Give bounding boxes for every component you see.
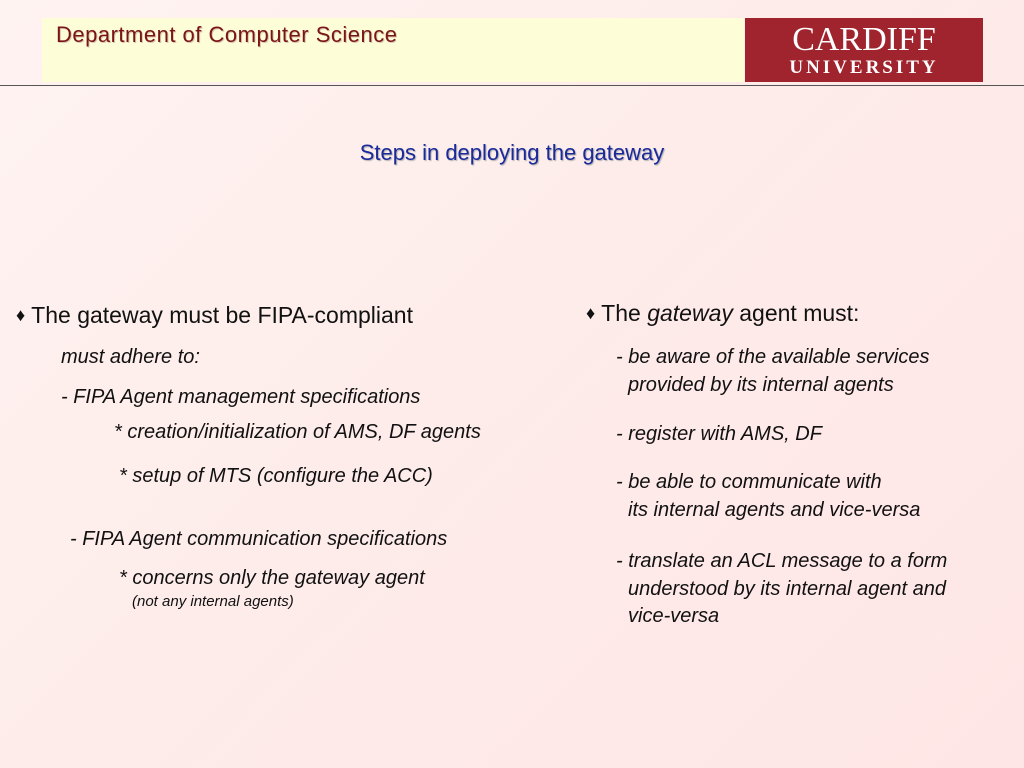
right-item-2: - register with AMS, DF — [616, 423, 822, 445]
right-item-4-line-3: vice-versa — [628, 605, 720, 627]
university-logo: CARDIFF UNIVERSITY — [745, 18, 983, 82]
comm-spec: - FIPA Agent communication specification… — [70, 528, 448, 550]
adhere-label: must adhere to: — [61, 346, 200, 368]
logo-line-2: UNIVERSITY — [789, 57, 939, 78]
mgmt-item-1: * creation/initialization of AMS, DF age… — [114, 421, 481, 443]
right-heading-post: agent must: — [739, 300, 860, 326]
comm-note: (not any internal agents) — [132, 593, 294, 610]
right-item-4-line-2: understood by its internal agent and — [628, 578, 946, 600]
mgmt-item-2: * setup of MTS (configure the ACC) — [119, 465, 433, 487]
right-item-3-line-1: - be able to communicate with — [616, 471, 882, 493]
bullet-icon: ♦ — [16, 305, 26, 325]
left-heading: ♦ The gateway must be FIPA-compliant — [16, 302, 413, 329]
right-item-3-line-2: its internal agents and vice-versa — [628, 499, 921, 521]
mgmt-spec: - FIPA Agent management specifications — [61, 386, 421, 408]
bullet-icon: ♦ — [586, 303, 596, 323]
right-item-4-line-1: - translate an ACL message to a form — [616, 550, 948, 572]
right-heading-pre: The — [601, 300, 641, 326]
right-heading-em: gateway — [647, 300, 733, 326]
header-banner: Department of Computer Science — [42, 18, 744, 82]
slide-title: Steps in deploying the gateway — [359, 140, 665, 165]
right-item-1-line-1: - be aware of the available services — [616, 346, 930, 368]
right-item-1-line-2: provided by its internal agents — [628, 374, 894, 396]
comm-item-1: * concerns only the gateway agent — [119, 567, 425, 589]
left-heading-text: The gateway must be FIPA-compliant — [31, 302, 413, 328]
department-name: Department of Computer Science — [56, 22, 398, 47]
right-heading: ♦ The gateway agent must: — [586, 300, 859, 327]
logo-line-1: CARDIFF — [792, 21, 936, 58]
header-divider — [0, 85, 1024, 86]
